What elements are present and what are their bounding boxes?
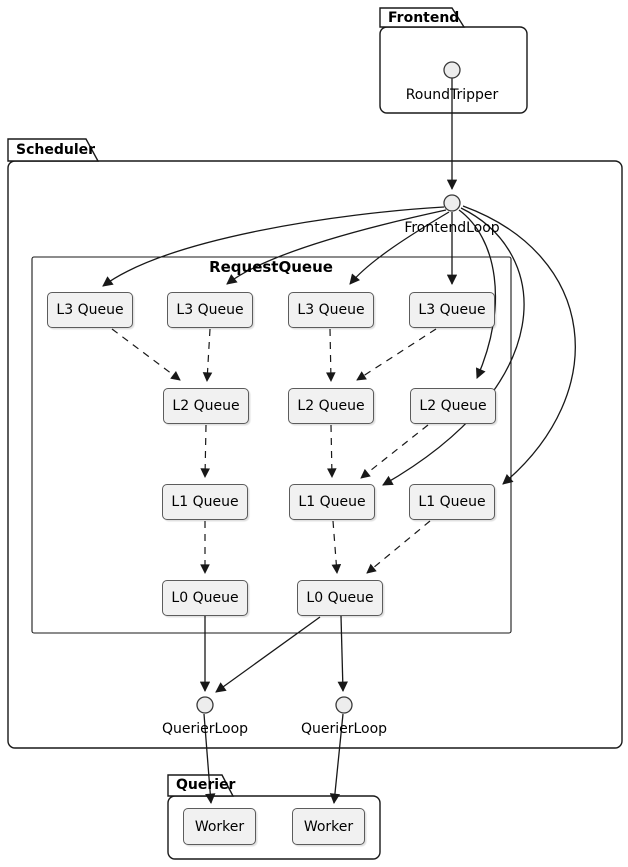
- scheduler-package-label: Scheduler: [16, 142, 96, 158]
- frontend-package-tab: [379, 7, 466, 28]
- dashed-l3-4-to-l2-3: [356, 328, 437, 381]
- arrow-querierloop-1-to-worker-1: [203, 713, 216, 805]
- queue-node-l3-2: L3 Queue: [167, 292, 253, 328]
- dashed-l2-2-to-l1-2: [200, 424, 210, 478]
- queue-node-l2-3: L2 Queue: [288, 388, 374, 424]
- queue-node-l2-2: L2 Queue: [163, 388, 249, 424]
- scheduler-package-tab: [7, 138, 100, 162]
- dashed-l1-4-to-l0-3: [366, 520, 431, 574]
- queue-node-l2-4: L2 Queue: [410, 388, 496, 424]
- dashed-l3-2-to-l2-2: [202, 328, 213, 382]
- request-queue-title: RequestQueue: [209, 258, 333, 276]
- querier-package-tab: [167, 774, 235, 797]
- dashed-l2-4-to-l1-3: [360, 424, 429, 479]
- arrow-l0-3-to-querierloop-1: [215, 616, 321, 693]
- arrow-l0-3-to-querierloop-2: [337, 615, 348, 693]
- arrow-frontendloop-to-l1-3: [382, 207, 525, 486]
- dashed-l3-3-to-l2-3: [326, 328, 336, 382]
- roundtripper-label: RoundTripper: [405, 87, 499, 103]
- frontend-package-label: Frontend: [388, 10, 460, 26]
- querier-package-label: Querier: [176, 777, 236, 793]
- queue-node-l3-4: L3 Queue: [409, 292, 495, 328]
- frontendloop-interface-circle: [443, 194, 461, 212]
- arrow-frontendloop-to-l2-4: [458, 209, 496, 379]
- queue-node-l3-3: L3 Queue: [288, 292, 374, 328]
- arrow-frontendloop-to-l3-1: [102, 206, 445, 287]
- queue-node-l0-3: L0 Queue: [297, 580, 383, 616]
- worker-node-2: Worker: [292, 808, 365, 845]
- arrow-frontendloop-to-l3-2: [226, 209, 447, 285]
- querierloop-2-label: QuerierLoop: [300, 721, 388, 737]
- arrow-frontendloop-to-l3-3: [349, 211, 450, 285]
- querierloop-1-interface-circle: [196, 696, 214, 714]
- dashed-l1-3-to-l0-3: [331, 520, 342, 574]
- frontendloop-label: FrontendLoop: [404, 220, 500, 236]
- queue-node-l3-1: L3 Queue: [47, 292, 133, 328]
- querierloop-1-label: QuerierLoop: [161, 721, 249, 737]
- roundtripper-interface-circle: [443, 61, 461, 79]
- queue-node-l1-4: L1 Queue: [409, 484, 495, 520]
- arrow-querierloop-2-to-worker-2: [329, 713, 344, 805]
- queue-node-l1-2: L1 Queue: [162, 484, 248, 520]
- querierloop-2-interface-circle: [335, 696, 353, 714]
- arrow-frontendloop-to-l1-4: [462, 205, 576, 485]
- queue-node-l0-2: L0 Queue: [162, 580, 248, 616]
- queue-node-l1-3: L1 Queue: [289, 484, 375, 520]
- dashed-l3-1-to-l2-2: [111, 328, 181, 381]
- dashed-l2-3-to-l1-3: [327, 424, 337, 478]
- worker-node-1: Worker: [183, 808, 256, 845]
- request-queue-frame: [31, 256, 512, 634]
